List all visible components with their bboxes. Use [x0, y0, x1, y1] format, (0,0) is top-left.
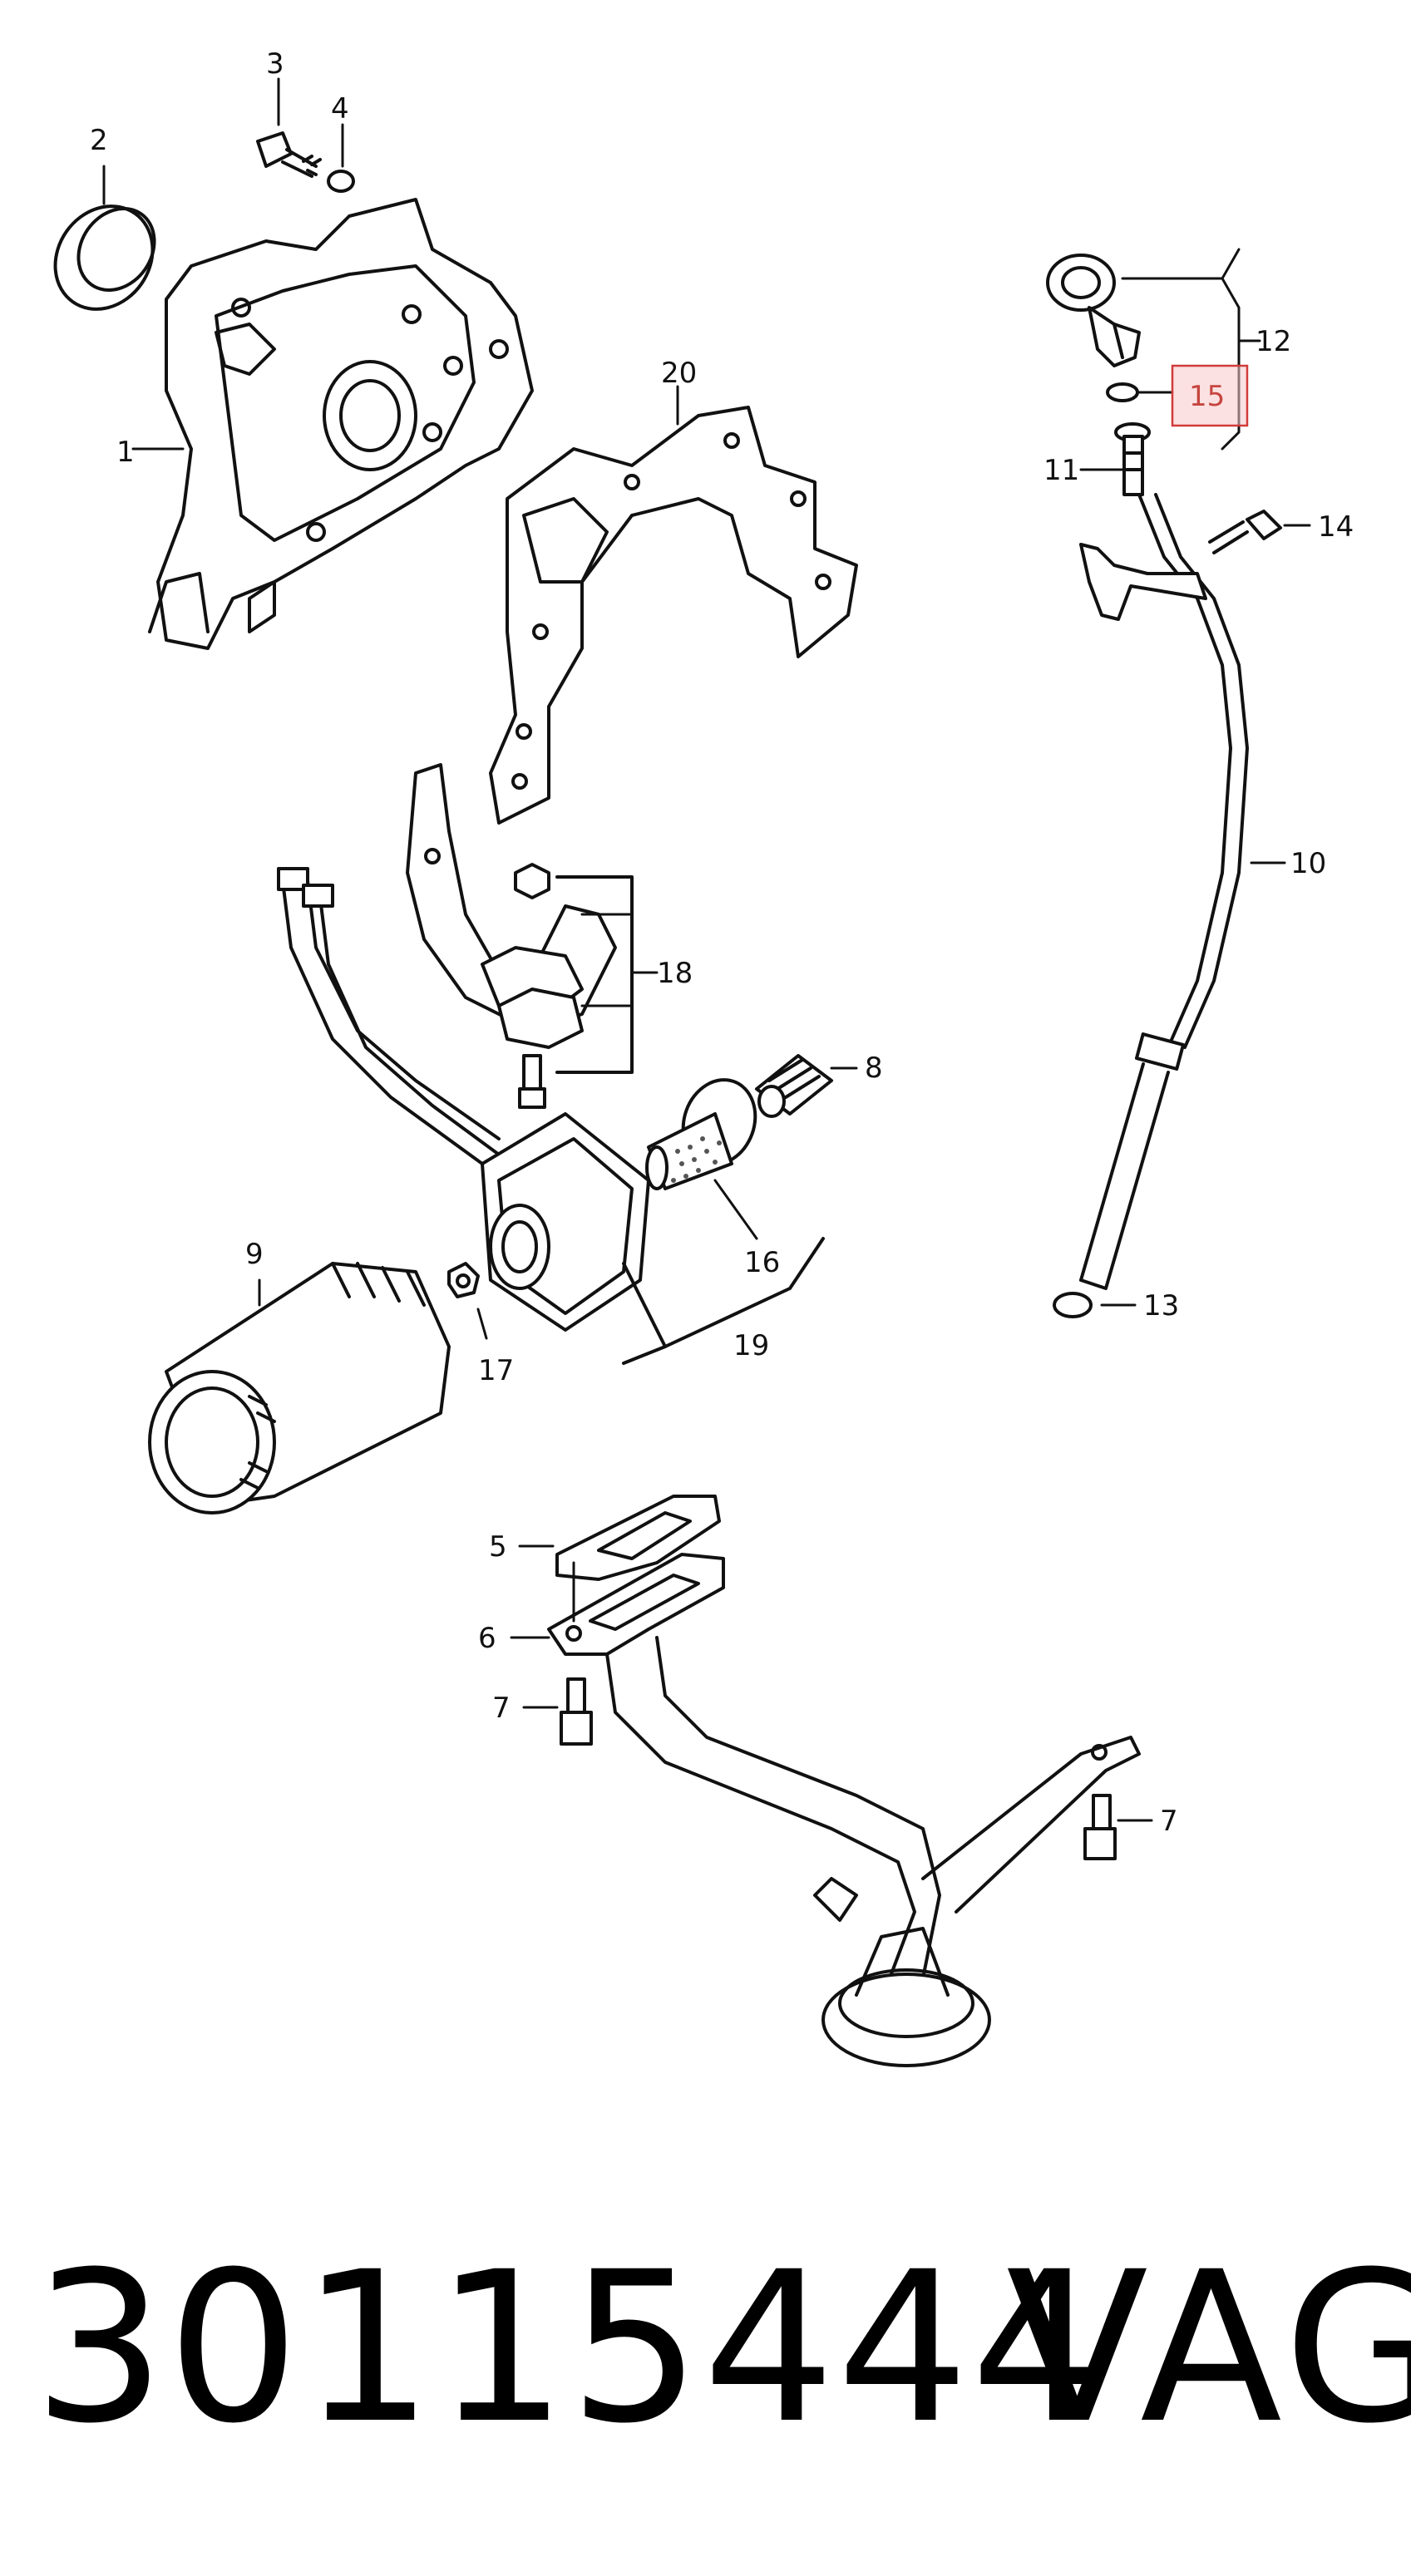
part-14-screw[interactable] [1208, 510, 1311, 554]
part-10-guide-tube[interactable] [1079, 493, 1286, 1290]
part-9-oil-filter[interactable] [148, 1262, 451, 1515]
callout-2: 2 [90, 124, 108, 157]
part-4-washer[interactable] [327, 123, 355, 193]
part-13-seal[interactable] [1053, 1292, 1137, 1318]
callout-7a: 7 [492, 1692, 511, 1725]
callout-9: 9 [245, 1238, 264, 1271]
part-3-bolt[interactable] [256, 77, 322, 178]
part-11-guide-top[interactable] [1079, 422, 1151, 496]
callout-8: 8 [865, 1052, 883, 1085]
callout-10: 10 [1290, 847, 1326, 880]
callout-15: 15 [1189, 380, 1225, 413]
callout-12: 12 [1256, 325, 1291, 358]
parts-diagram: 1 2 3 4 5 6 7 7 8 9 10 11 12 13 14 15 16… [36, 47, 1354, 2067]
part-number: 30115444 [33, 2227, 1105, 2469]
oil-pickup-tube[interactable] [605, 1636, 1141, 2067]
part-8-screw-plug[interactable] [755, 1054, 858, 1118]
callout-1: 1 [116, 436, 135, 469]
callout-5: 5 [489, 1530, 507, 1564]
part-6-pickup-flange[interactable] [510, 1553, 725, 1656]
callout-20: 20 [661, 357, 697, 390]
callout-18: 18 [657, 957, 693, 990]
part-18-bracket[interactable] [406, 763, 659, 1109]
callout-6: 6 [478, 1622, 496, 1655]
part-16-filter-screen[interactable] [645, 1070, 767, 1240]
part-20-gasket[interactable] [489, 385, 858, 825]
part-1-oil-pump[interactable] [131, 198, 534, 650]
highlight-box-15 [1171, 364, 1249, 427]
part-7-bolt-left[interactable] [522, 1677, 593, 1746]
callout-16: 16 [744, 1246, 780, 1279]
callout-13: 13 [1143, 1289, 1179, 1322]
part-15-o-ring[interactable] [1106, 382, 1174, 402]
part-12-dipstick-handle[interactable] [1046, 248, 1261, 451]
part-17-nut[interactable] [447, 1262, 488, 1340]
oil-pipes [277, 867, 513, 1165]
part-2-seal-ring[interactable] [36, 165, 173, 328]
part-19-oil-cooler[interactable] [481, 1112, 825, 1365]
part-5-gasket[interactable] [518, 1495, 721, 1581]
callout-4: 4 [331, 92, 349, 126]
callout-7b: 7 [1160, 1805, 1178, 1838]
callout-14: 14 [1318, 510, 1354, 544]
callout-11: 11 [1043, 454, 1079, 487]
brand-name: VAG [1006, 2227, 1411, 2469]
callout-17: 17 [478, 1354, 514, 1387]
part-7-bolt-right[interactable] [1083, 1794, 1153, 1860]
callout-3: 3 [266, 47, 284, 81]
callout-labels: 1 2 3 4 5 6 7 7 8 9 10 11 12 13 14 15 16… [90, 47, 1354, 1838]
callout-19: 19 [733, 1329, 769, 1362]
